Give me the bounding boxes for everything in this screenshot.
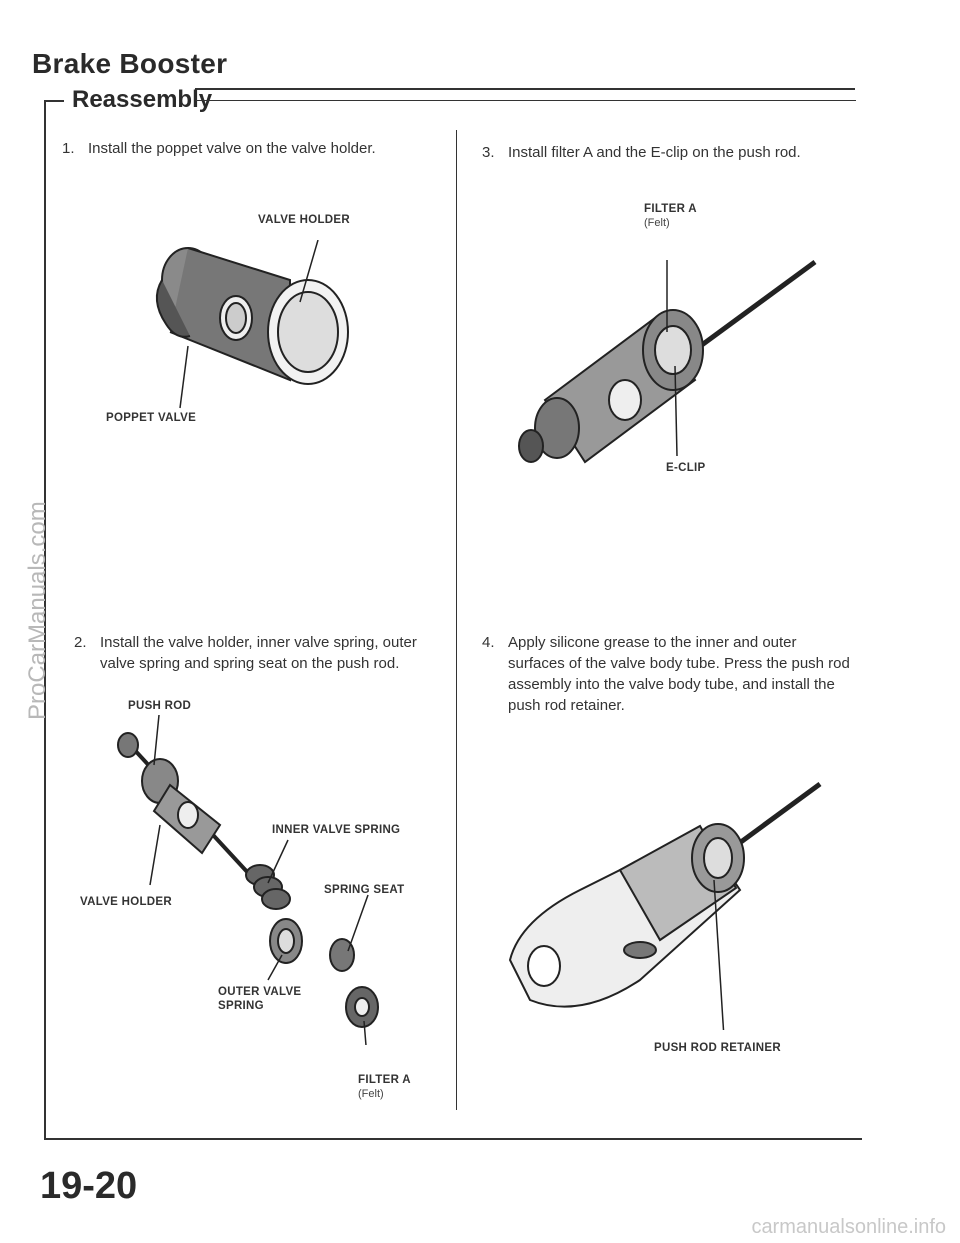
step-3: 3. Install filter A and the E-clip on th… xyxy=(482,142,862,166)
side-watermark: ProCarManuals.com xyxy=(24,501,51,720)
page-title: Brake Booster xyxy=(32,48,228,79)
label-e-clip: E-CLIP xyxy=(666,462,706,474)
step-text: Install filter A and the E-clip on the p… xyxy=(508,144,801,161)
label-valve-holder-2: VALVE HOLDER xyxy=(80,896,172,908)
bottom-watermark: carmanualsonline.info xyxy=(751,1216,946,1238)
step-2: 2. Install the valve holder, inner valve… xyxy=(74,632,434,676)
bottom-frame-line xyxy=(44,1138,862,1140)
step-text: Install the valve holder, inner valve sp… xyxy=(100,634,417,672)
step-1: 1. Install the poppet valve on the valve… xyxy=(62,138,442,162)
label-valve-holder: VALVE HOLDER xyxy=(258,214,350,226)
column-divider xyxy=(456,130,457,1110)
figure-filter-eclip xyxy=(518,259,817,464)
label-felt-3: (Felt) xyxy=(644,217,670,229)
label-filter-a-3: FILTER A xyxy=(644,203,697,215)
page-number: 19-20 xyxy=(40,1165,138,1207)
step-4: 4. Apply silicone grease to the inner an… xyxy=(482,632,852,720)
section-rule-left xyxy=(44,100,64,102)
header-rule xyxy=(195,88,855,90)
step-number: 4. xyxy=(482,634,495,651)
step-number: 1. xyxy=(62,140,75,157)
label-outer-valve-spring: OUTER VALVE xyxy=(218,986,302,998)
label-inner-valve-spring: INNER VALVE SPRING xyxy=(272,824,401,836)
figure-valve-holder xyxy=(155,240,349,409)
label-push-rod-retainer: PUSH ROD RETAINER xyxy=(654,1042,781,1054)
label-filter-a: FILTER A xyxy=(358,1074,411,1086)
label-outer-valve-spring-2: SPRING xyxy=(218,1000,264,1012)
left-frame-line xyxy=(44,100,46,1140)
step-text: Apply silicone grease to the inner and o… xyxy=(508,634,850,714)
figure-push-rod-assembly xyxy=(117,715,379,1045)
figure-push-rod-retainer xyxy=(508,781,822,1030)
step-text: Install the poppet valve on the valve ho… xyxy=(88,140,376,157)
label-spring-seat: SPRING SEAT xyxy=(324,884,405,896)
label-poppet-valve: POPPET VALVE xyxy=(106,412,197,424)
label-push-rod: PUSH ROD xyxy=(128,700,192,712)
step-number: 3. xyxy=(482,144,495,161)
label-felt: (Felt) xyxy=(358,1088,384,1100)
step-number: 2. xyxy=(74,634,87,651)
section-title: Reassembly xyxy=(72,86,213,113)
section-rule-right xyxy=(196,100,856,101)
